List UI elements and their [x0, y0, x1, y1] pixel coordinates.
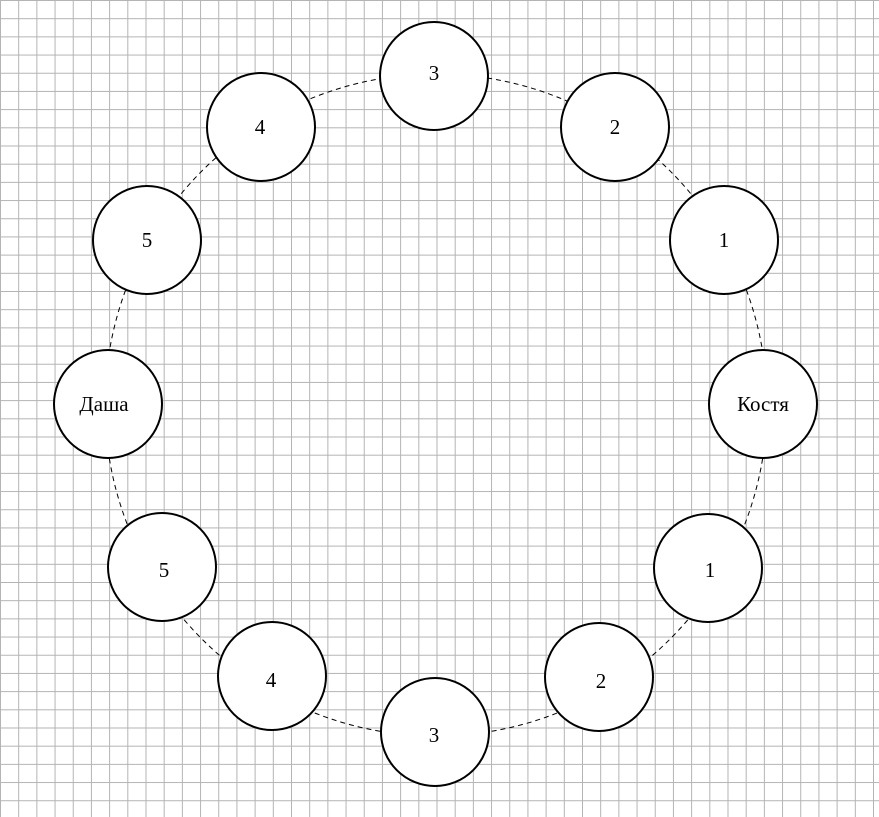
- node-circle: [653, 513, 763, 623]
- node-circle: [379, 21, 489, 131]
- node-upper-left-1: 5: [92, 185, 202, 295]
- node-circle: [107, 512, 217, 622]
- node-label: Костя: [737, 392, 789, 416]
- node-circle: [217, 621, 327, 731]
- node-circle: [92, 185, 202, 295]
- node-lower-right-2: 2: [544, 622, 654, 732]
- node-top: 3: [379, 21, 489, 131]
- node-label: 1: [705, 558, 716, 582]
- node-right-kostya: Костя: [708, 349, 818, 459]
- node-label: 2: [596, 669, 607, 693]
- node-lower-left-1: 5: [107, 512, 217, 622]
- node-upper-left-2: 4: [206, 72, 316, 182]
- node-label: 5: [142, 228, 153, 252]
- node-lower-left-2: 4: [217, 621, 327, 731]
- node-label: 4: [266, 668, 277, 692]
- node-bottom: 3: [380, 677, 490, 787]
- node-label: 1: [719, 228, 730, 252]
- node-label: 4: [255, 115, 266, 139]
- node-circle: [708, 349, 818, 459]
- node-left-dasha: Даша: [53, 349, 163, 459]
- node-upper-right-2: 1: [669, 185, 779, 295]
- dashed-ring: [104, 73, 768, 737]
- node-circle: [669, 185, 779, 295]
- node-circle: [206, 72, 316, 182]
- node-upper-right-1: 2: [560, 72, 670, 182]
- node-circle: [53, 349, 163, 459]
- node-label: 2: [610, 115, 621, 139]
- node-circle: [544, 622, 654, 732]
- node-lower-right-1: 1: [653, 513, 763, 623]
- node-circle: [560, 72, 670, 182]
- node-label: 3: [429, 723, 440, 747]
- node-label: 5: [159, 558, 170, 582]
- node-circle: [380, 677, 490, 787]
- node-label: 3: [429, 61, 440, 85]
- node-label: Даша: [79, 392, 129, 416]
